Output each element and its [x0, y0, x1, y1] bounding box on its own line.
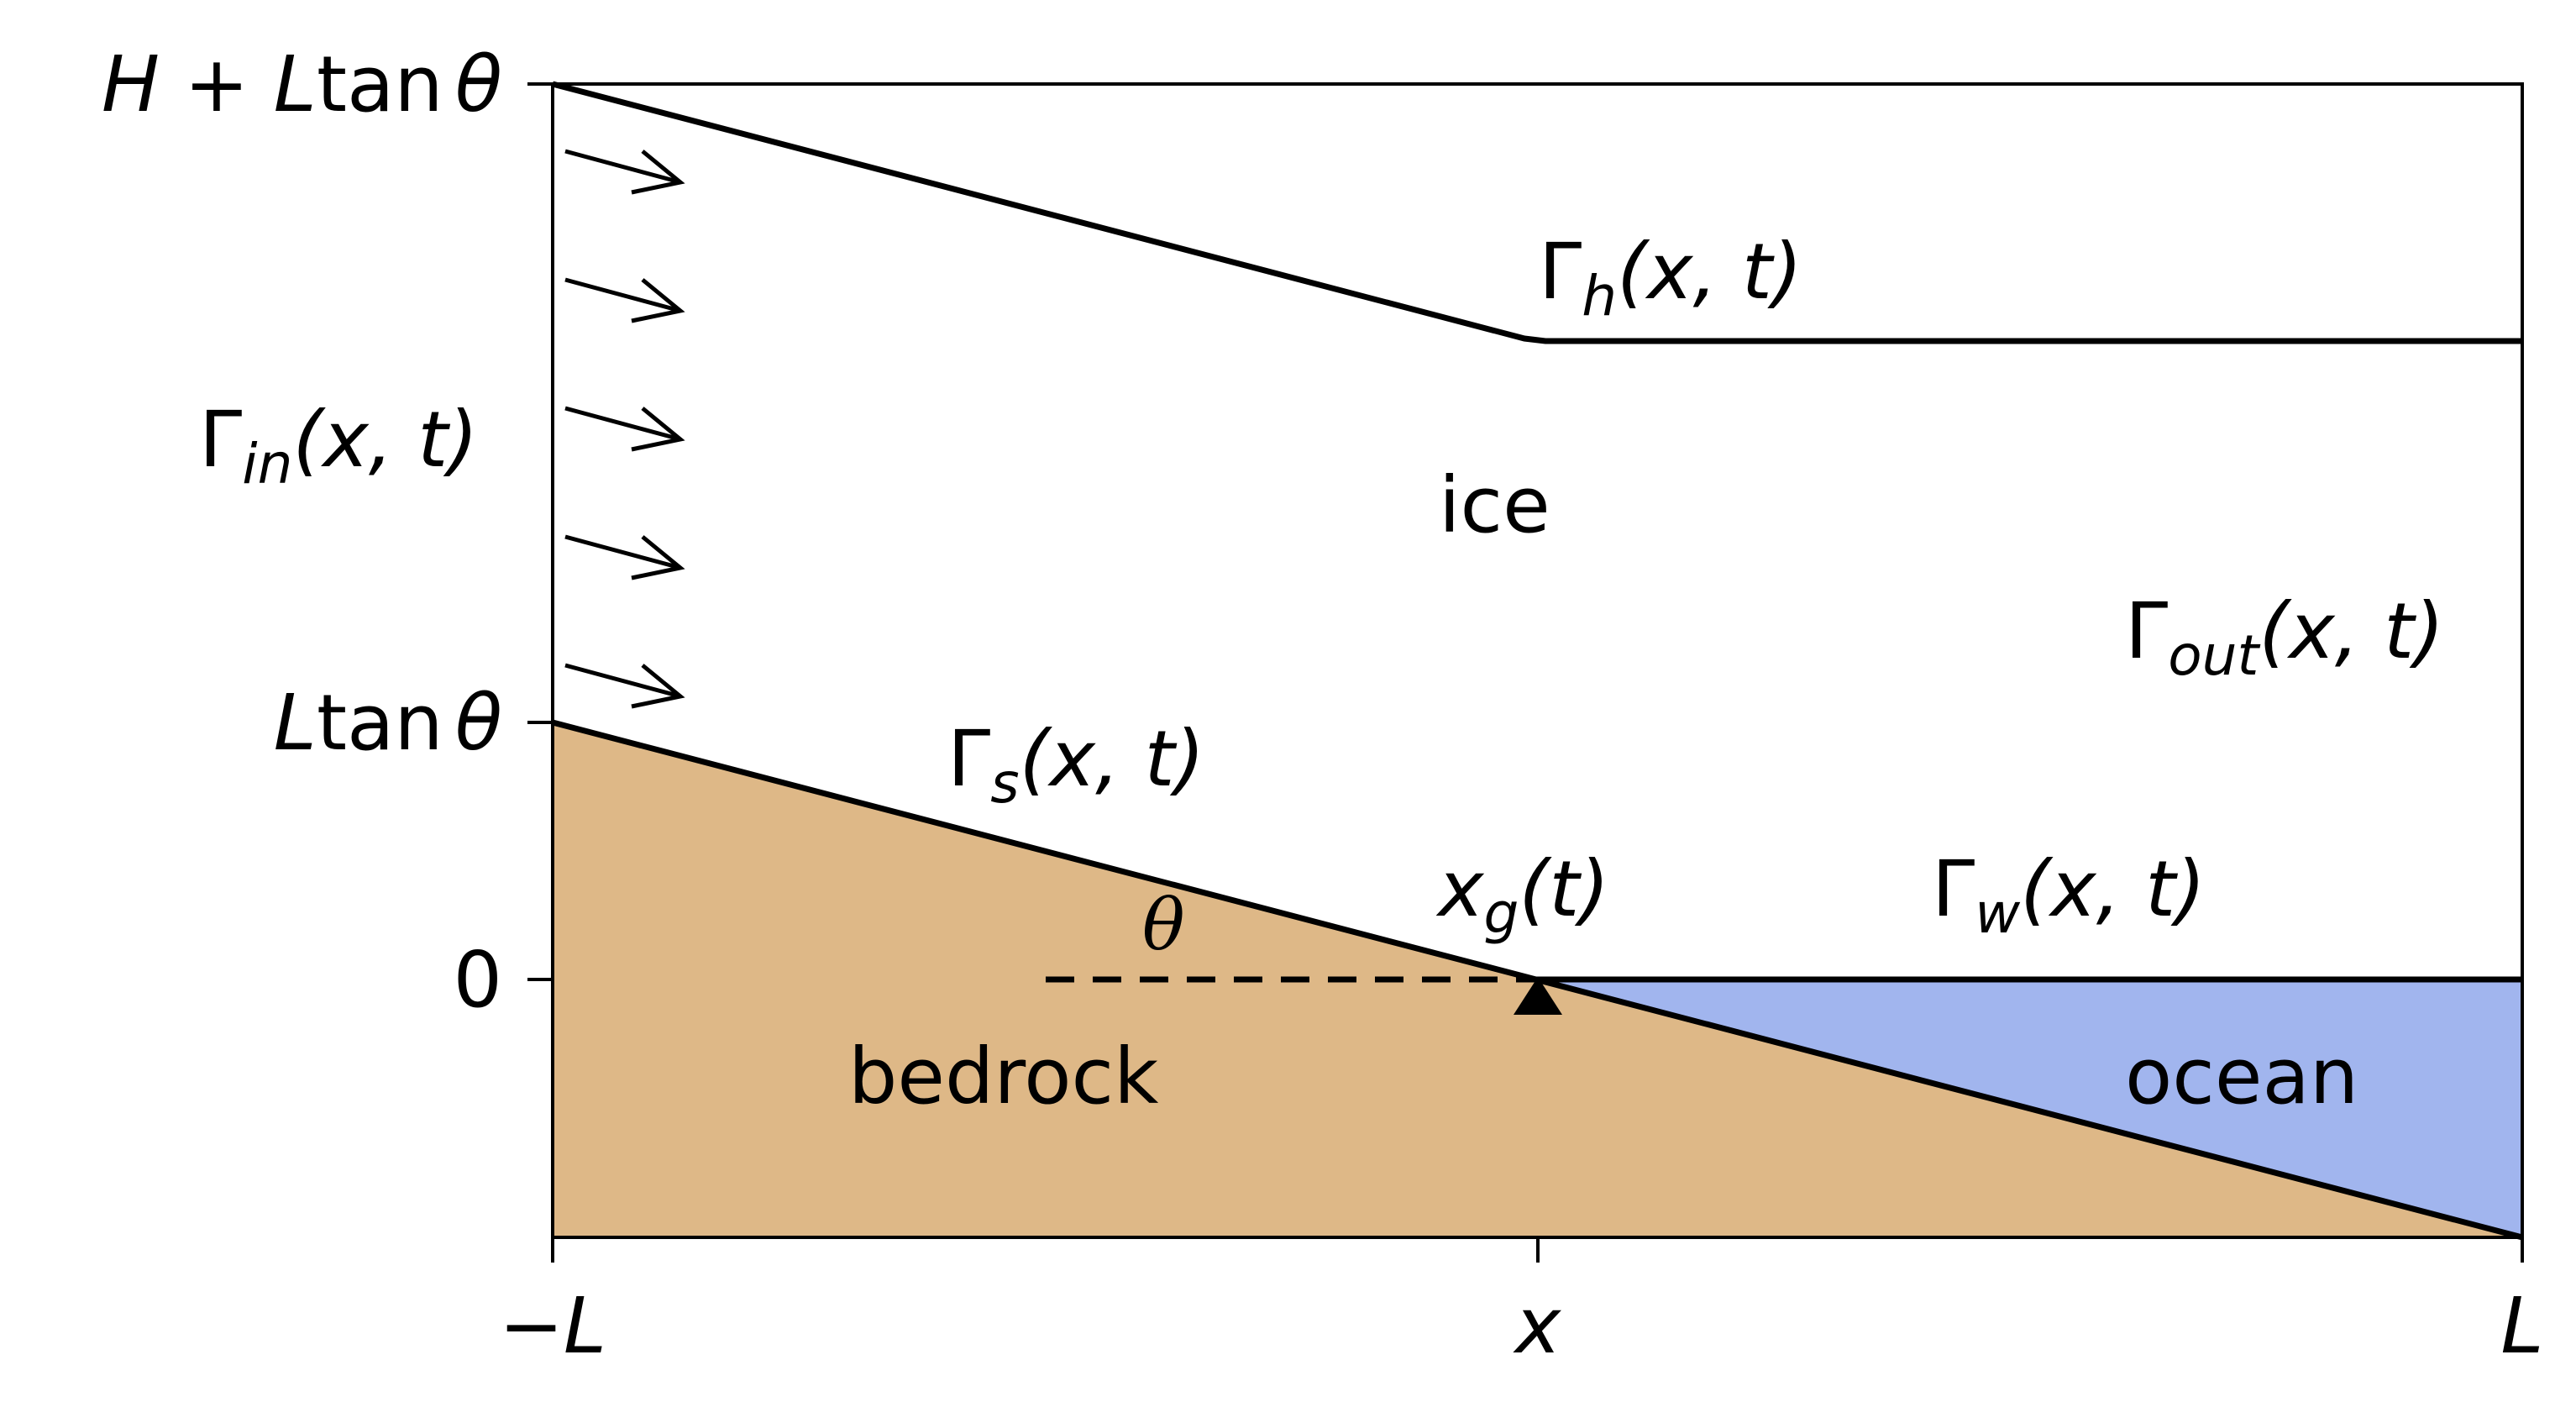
grounding-line-marker [1514, 977, 1562, 1015]
ice-region-label: ice [1439, 460, 1550, 550]
gamma-in-label: Γin(x, t) [199, 395, 478, 496]
x-tick-label-left: −L [499, 1281, 606, 1371]
x-tick-label-right: L [2500, 1281, 2543, 1371]
ice-surface-line [552, 81, 2522, 344]
ocean-region-label: ocean [2125, 1032, 2358, 1121]
bedrock-region-label: bedrock [848, 1032, 1159, 1121]
grounding-line-label: xg(t) [1435, 844, 1609, 946]
angle-theta-label: θ [1142, 884, 1185, 966]
gamma-s-label: Γs(x, t) [947, 714, 1204, 816]
inflow-arrow [564, 534, 685, 580]
inflow-arrow [564, 149, 685, 195]
gamma-h-label: Γh(x, t) [1539, 227, 1802, 328]
x-tick-label-mid: x [1513, 1281, 1562, 1371]
inflow-arrows [564, 149, 685, 709]
gamma-out-label: Γout(x, t) [2125, 586, 2444, 688]
gamma-w-label: Γw(x, t) [1932, 844, 2206, 946]
inflow-arrow [564, 277, 685, 323]
y-tick-label-zero: 0 [453, 935, 502, 1025]
inflow-arrow [564, 663, 685, 709]
inflow-arrow [564, 406, 685, 452]
